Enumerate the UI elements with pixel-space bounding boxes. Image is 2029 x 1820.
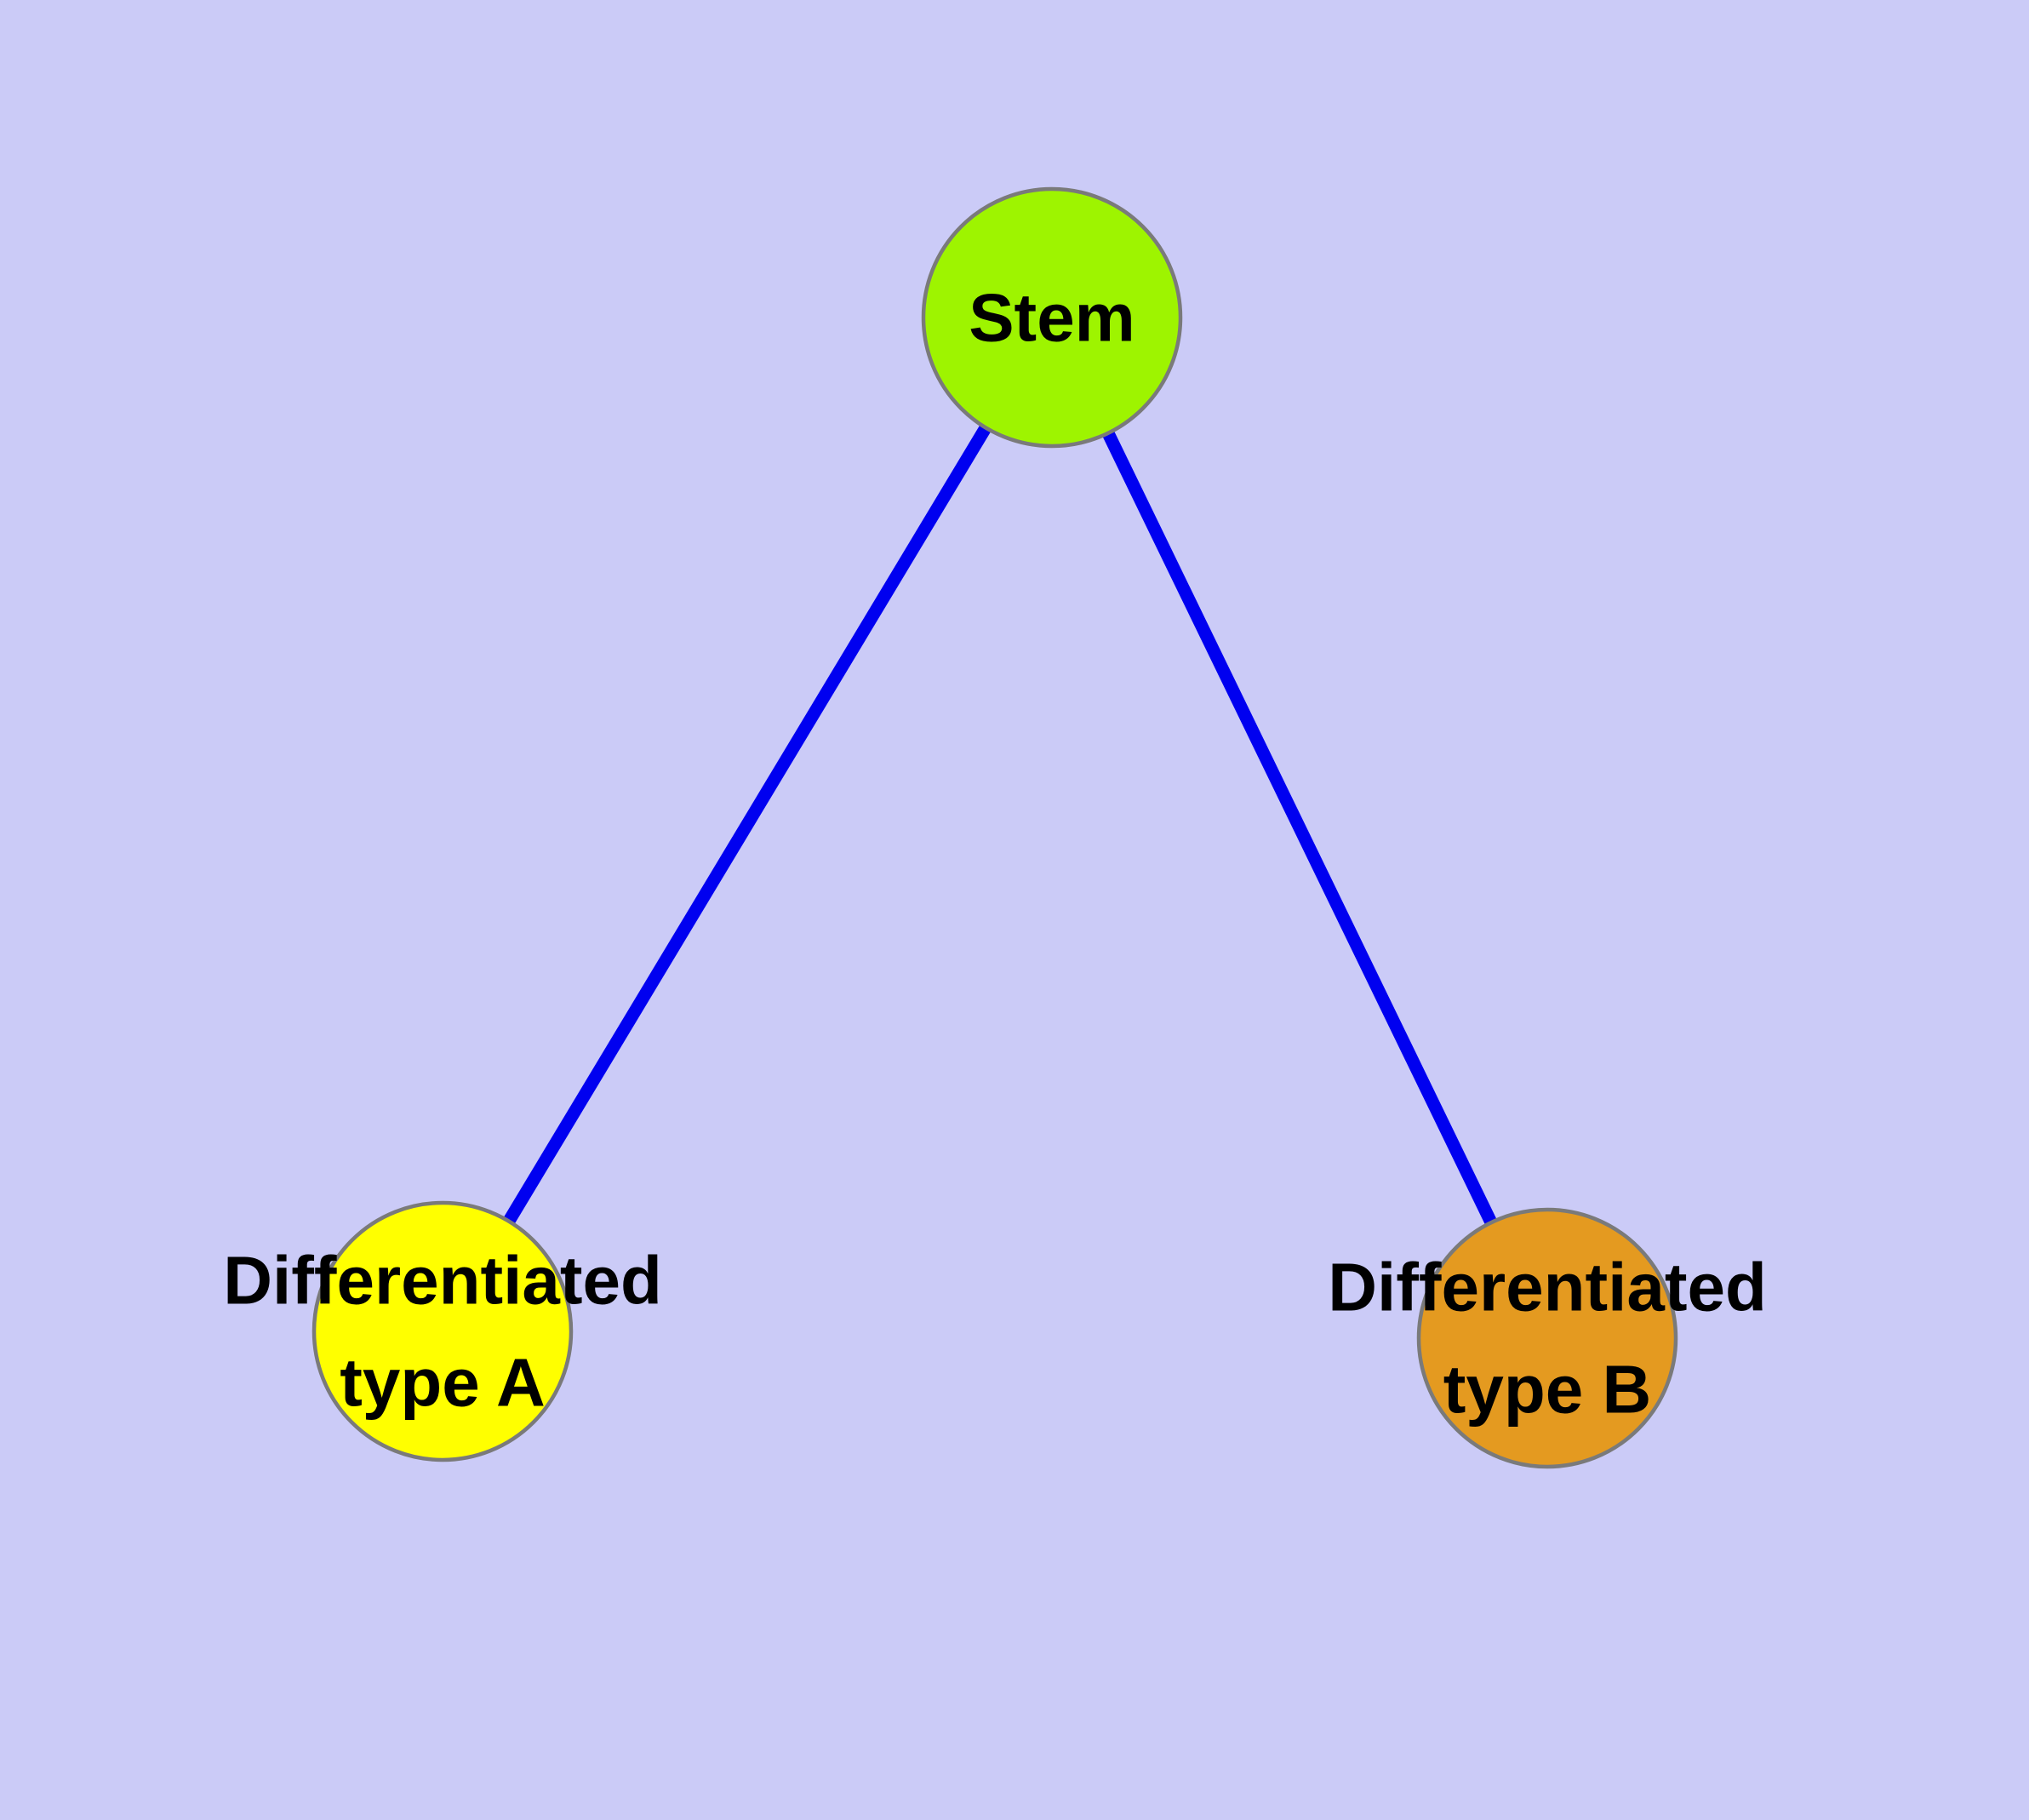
node-label-stem-line-1: Stem — [969, 280, 1135, 356]
node-label-stem: Stem — [969, 280, 1135, 356]
node-stem — [921, 186, 1183, 449]
node-label-type-a-line-2: type A — [340, 1345, 546, 1421]
node-label-type-a-line-1: Differentiated — [223, 1243, 662, 1319]
node-label-type-b-line-2: type B — [1443, 1352, 1652, 1428]
node-label-type-b: Differentiated type B — [1328, 1250, 1767, 1428]
node-label-type-b-line-1: Differentiated — [1328, 1250, 1767, 1325]
edge-stem-type-a — [437, 314, 1058, 1335]
edge-stem-type-b — [1046, 314, 1553, 1342]
node-type-b — [1416, 1207, 1678, 1469]
node-type-a — [311, 1200, 574, 1462]
node-label-type-a: Differentiated type A — [223, 1243, 662, 1421]
